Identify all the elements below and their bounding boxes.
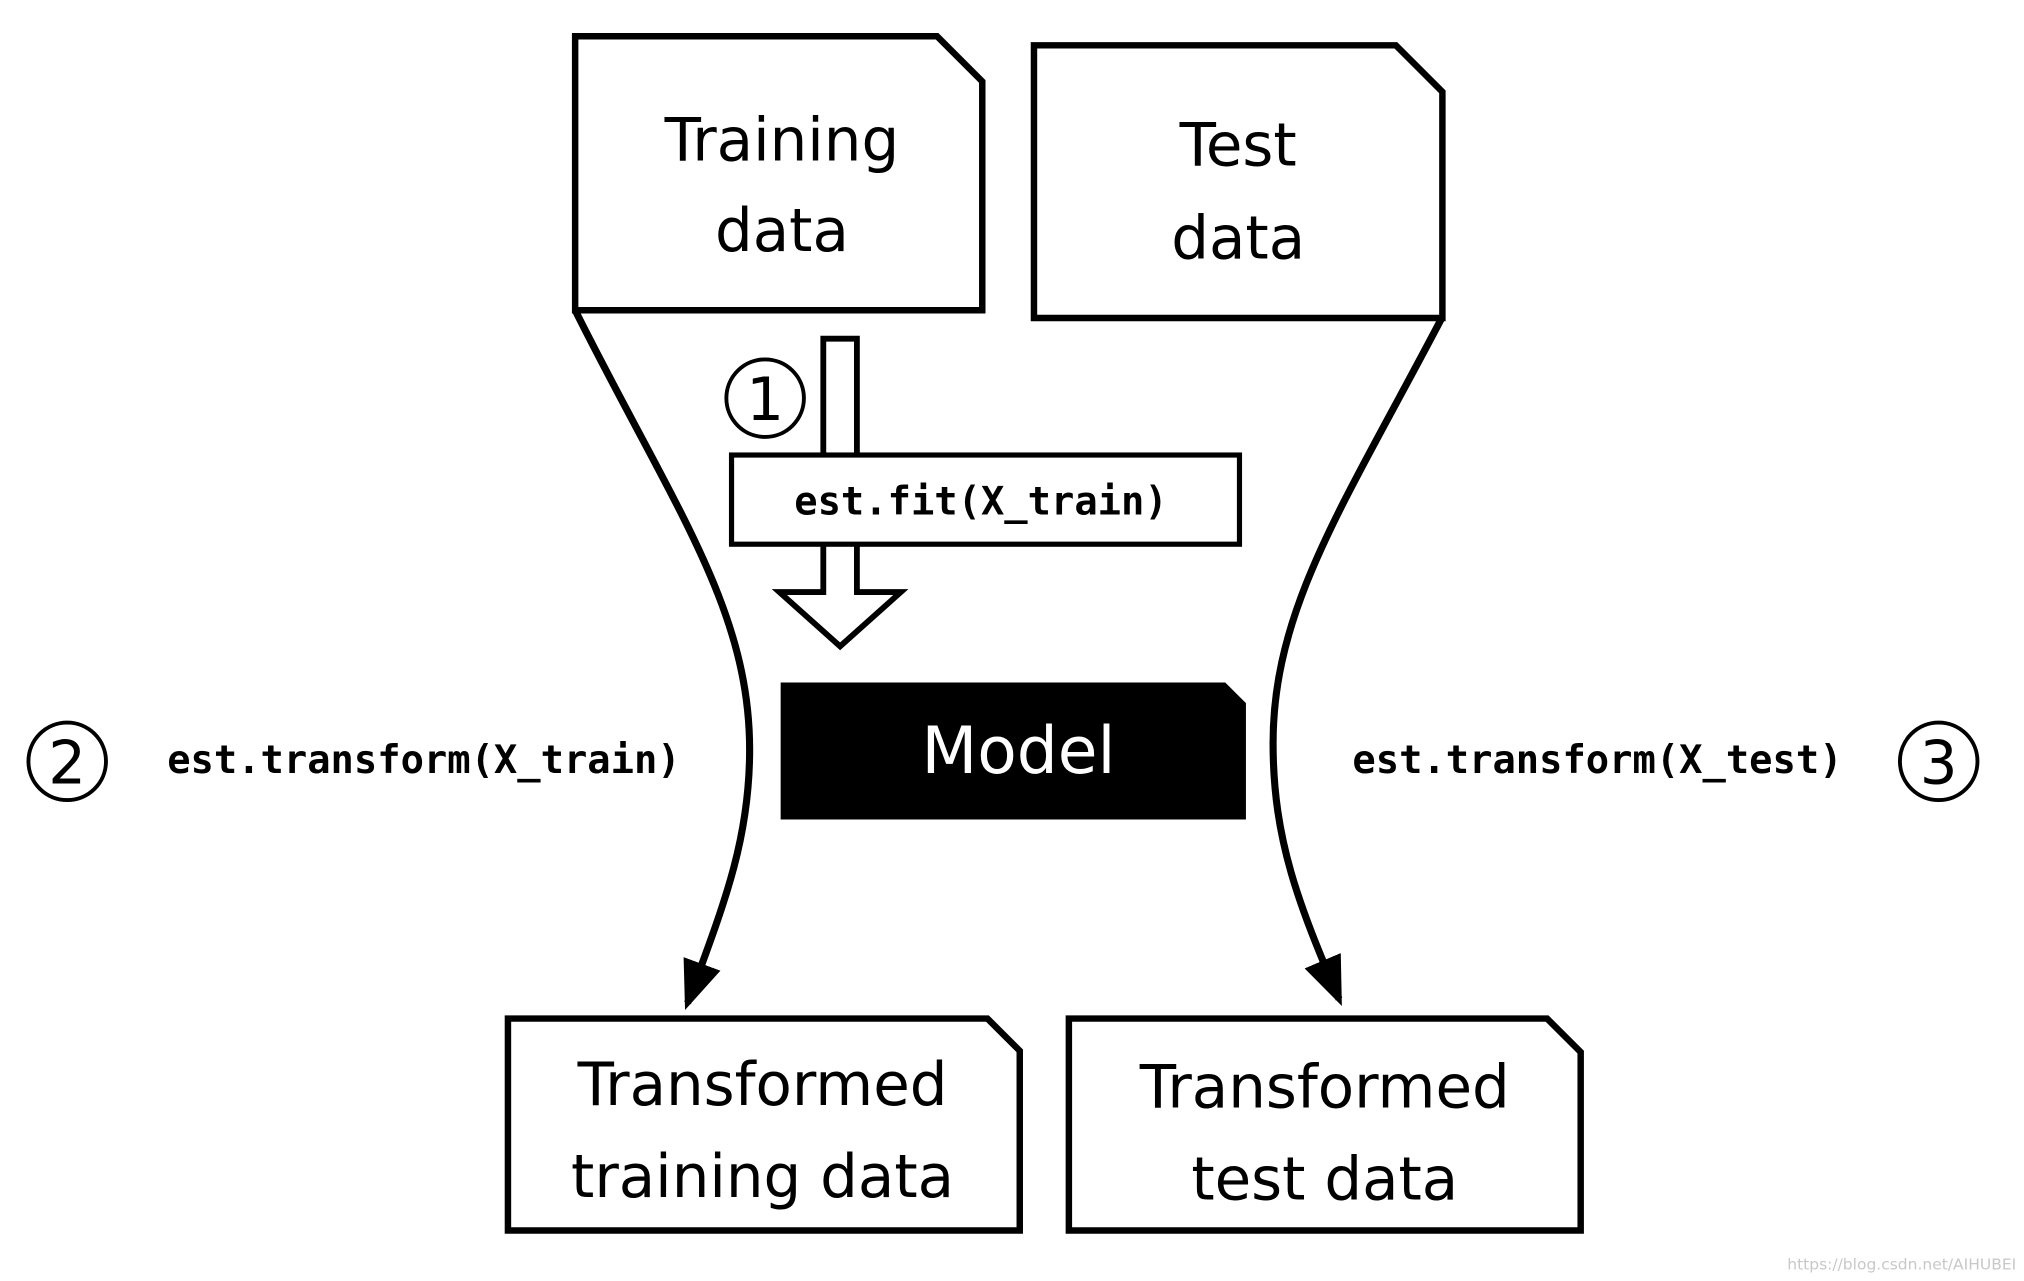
step-3-badge: 3	[1897, 720, 1980, 803]
transformed-training-label-line2: training data	[571, 1143, 954, 1212]
test-transform-curve	[1269, 317, 1445, 1006]
transform-train-code-label: est.transform(X_train)	[167, 738, 680, 783]
transformed-test-data-box: Transformed test data	[1065, 1015, 1584, 1234]
step-2-number: 2	[48, 729, 86, 798]
transform-test-code-label: est.transform(X_test)	[1352, 738, 1842, 783]
step-1-badge: 1	[724, 357, 806, 439]
transformed-test-label-line2: test data	[1191, 1145, 1458, 1214]
step-2-badge: 2	[26, 720, 108, 803]
transformed-test-label-line1: Transformed	[1139, 1054, 1510, 1123]
step-1-number: 1	[746, 366, 784, 435]
watermark: https://blog.csdn.net/AIHUBEI	[1787, 1255, 2016, 1273]
transformed-training-data-box: Transformed training data	[504, 1015, 1023, 1234]
training-data-label-line1: Training	[664, 106, 900, 175]
train-transform-curve	[571, 308, 754, 1010]
transformed-training-label-line1: Transformed	[577, 1051, 948, 1120]
fit-code-box: est.fit(X_train)	[728, 452, 1243, 547]
training-data-box: Training data	[571, 33, 986, 314]
fit-code-label: est.fit(X_train)	[794, 479, 1167, 524]
training-data-label-line2: data	[715, 197, 849, 266]
step-3-number: 3	[1920, 729, 1958, 798]
test-data-label-line2: data	[1171, 205, 1305, 274]
model-block: Model	[780, 682, 1246, 820]
model-label: Model	[921, 714, 1115, 789]
test-data-box: Test data	[1030, 42, 1446, 322]
test-data-label-line1: Test	[1179, 112, 1297, 181]
